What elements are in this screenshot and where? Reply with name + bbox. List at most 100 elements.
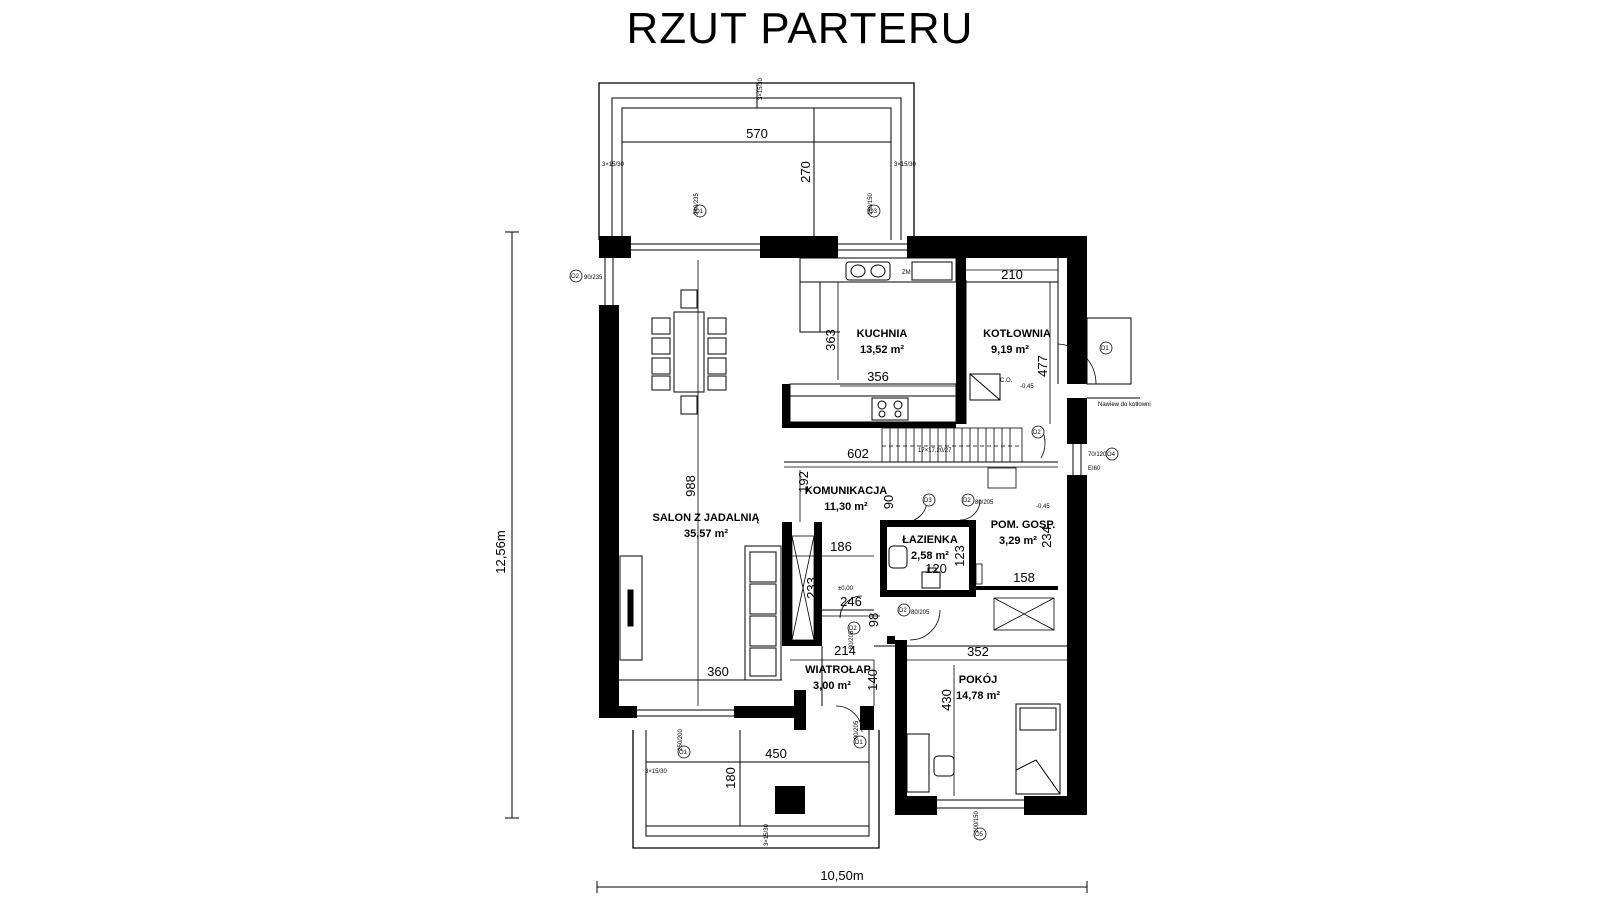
terrace-top-height-dim: 270 [798, 161, 813, 183]
tag-d2-room: D2 [899, 608, 907, 614]
level-hall: ±0,00 [838, 586, 854, 592]
ei60-label-window: EI60 [1088, 466, 1101, 472]
overall-height-label: 12,56m [493, 530, 508, 573]
dim-140: 140 [865, 669, 880, 691]
salon-height-dim: 988 [683, 475, 698, 497]
chimney-block [775, 786, 805, 814]
size-o1-top: 240/235 [694, 193, 700, 215]
pokoj-width-dim: 352 [967, 644, 989, 659]
size-d1-front: 90/205 [854, 720, 860, 739]
wardrobe [791, 535, 815, 641]
tv-unit [619, 555, 643, 661]
room-kotlownia-name: KOTŁOWNIA [983, 328, 1051, 340]
boiler [969, 373, 1001, 401]
kitchen-counters [789, 257, 957, 423]
co-label: C.O. [1000, 378, 1013, 384]
kuchnia-height-dim: 363 [823, 329, 838, 351]
utility-appliances [975, 467, 1055, 631]
sofa [744, 545, 782, 681]
tag-d3: D3 [924, 498, 932, 504]
bed [1015, 703, 1061, 795]
entrance-door-frame [1086, 317, 1140, 399]
room-pokoj-name: POKÓJ [959, 673, 998, 686]
kitchen-sink [845, 261, 891, 281]
terrace-bottom-height-dim: 180 [723, 767, 738, 789]
dim-98: 98 [866, 613, 881, 627]
bathroom-fixtures [888, 545, 941, 589]
tag-o3: O3 [869, 209, 878, 215]
windows [604, 243, 1082, 809]
step-note-bottom: 3×15/30 [764, 823, 770, 846]
drawing-title: RZUT PARTERU [626, 4, 974, 53]
room-pomgosp-area: 3,29 m² [999, 535, 1037, 547]
tag-o1-top: O1 [695, 209, 704, 215]
pomgosp-width-dim: 158 [1013, 570, 1035, 585]
top-terrace [598, 82, 915, 240]
tag-o4: O4 [1107, 452, 1116, 458]
dim-246: 246 [840, 594, 862, 609]
terrace-top-width-dim: 570 [746, 126, 768, 141]
room-pomgosp-name: POM. GOSP. [991, 519, 1056, 531]
size-d2-hall: 80/205 [849, 630, 855, 649]
step-note-top: 3×15/30 [758, 77, 764, 100]
size-o4: 70/120 [1088, 452, 1107, 458]
zm-label: ZM [902, 270, 911, 276]
nawiew-label: Nawiew do kotłowni [1098, 402, 1151, 408]
komunikacja-height-dim: 192 [796, 471, 811, 493]
size-d2-room: 80/205 [911, 610, 930, 616]
doors [835, 343, 1097, 733]
overall-width-dimension [596, 881, 1088, 893]
size-o2: 90/235 [584, 275, 603, 281]
tag-d1-entrance: D1 [1101, 346, 1109, 352]
size-d2-utility: 80/205 [975, 500, 994, 506]
room-wiatrolap-name: WIATROŁAP [805, 664, 871, 676]
lazienka-height-dim: 123 [952, 545, 967, 567]
room-pokoj-area: 14,78 m² [956, 690, 1000, 702]
kotlownia-width-dim: 210 [1001, 267, 1023, 282]
kotlownia-height-dim: 477 [1035, 355, 1050, 377]
room-kuchnia-name: KUCHNIA [857, 328, 908, 340]
tag-o2: O2 [571, 274, 580, 280]
dining-table [651, 289, 727, 415]
tag-d1-front: D1 [855, 740, 863, 746]
room-salon-area: 35,57 m² [684, 528, 728, 540]
salon-width-dim: 360 [707, 664, 729, 679]
ei60-label-entrance: EI60 [1070, 336, 1083, 342]
room-kotlownia-area: 9,19 m² [991, 344, 1029, 356]
kuchnia-width-dim: 356 [867, 369, 889, 384]
room-lazienka-name: ŁAZIENKA [902, 534, 958, 546]
interior-walls [782, 258, 1058, 646]
pokoj-height-dim: 430 [939, 689, 954, 711]
tag-d2-utility: D2 [963, 498, 971, 504]
bottom-terrace [632, 730, 880, 849]
size-o3: 150/150 [868, 193, 874, 215]
level-utility: -0,45 [1036, 504, 1050, 510]
tag-circles [569, 204, 1119, 841]
overall-width-label: 10,50m [820, 868, 863, 883]
komunikacja-90-dim: 90 [881, 495, 896, 509]
room-komunikacja-area: 11,30 m² [824, 501, 868, 513]
step-note-left: 3×15/30 [602, 162, 625, 168]
room-salon-name: SALON Z JADALNIĄ [653, 512, 760, 524]
room-kuchnia-area: 13,52 m² [860, 344, 904, 356]
stairs-label: 17×17,20/27 [918, 448, 952, 454]
komunikacja-width-dim: 602 [847, 446, 869, 461]
dim-186: 186 [830, 539, 852, 554]
overall-height-dimension [505, 231, 519, 819]
tag-o1-bottom: O1 [679, 750, 688, 756]
stairs [881, 427, 1023, 463]
tag-d2-stairs: D2 [1033, 430, 1041, 436]
size-o1-bottom: 250/200 [678, 729, 684, 751]
dim-214: 214 [834, 643, 856, 658]
level-boiler: -0,45 [1020, 384, 1034, 390]
desk [906, 733, 955, 793]
room-wiatrolap-area: 3,00 m² [813, 680, 851, 692]
kitchen-hob [871, 397, 909, 421]
room-komunikacja-name: KOMUNIKACJA [805, 485, 888, 497]
room-lazienka-area: 2,58 m² [911, 550, 949, 562]
terrace-bottom-width-dim: 450 [765, 746, 787, 761]
internal-dimension-lines [697, 260, 1067, 796]
size-o5: 100/150 [974, 811, 980, 833]
tag-o5: O5 [975, 832, 984, 838]
